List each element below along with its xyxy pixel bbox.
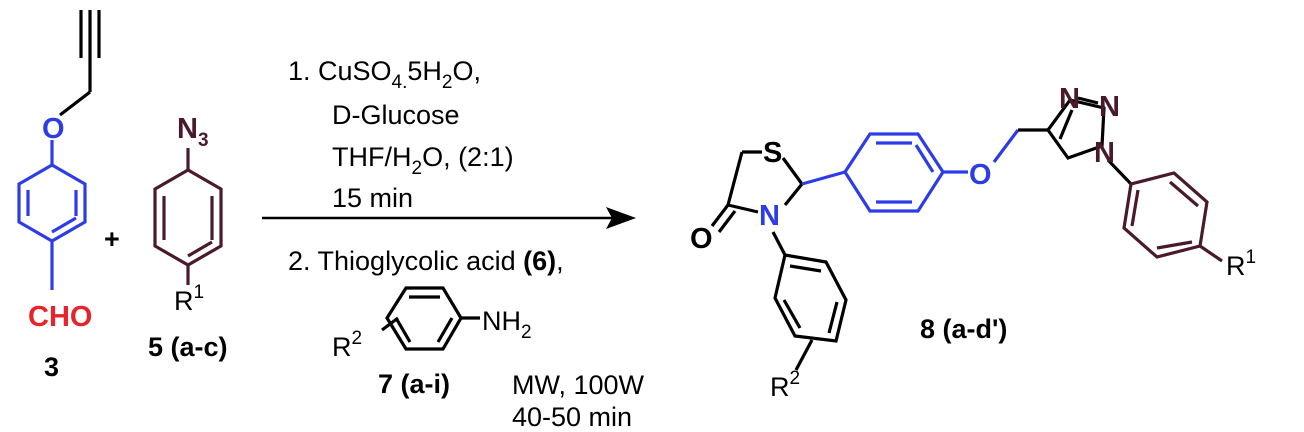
- compound-8-r1: R1: [1226, 247, 1256, 281]
- compound-7-structure: [381, 286, 480, 351]
- condition-time2: 40-50 min: [512, 402, 632, 432]
- compound-8-carbonyl-oxygen: O: [690, 223, 713, 255]
- compound-8-triazole-n3: N: [1094, 137, 1115, 169]
- compound-8-r2: R2: [770, 368, 800, 402]
- compound-5-azide: N3: [177, 113, 209, 151]
- compound-8-triazole-n2: N: [1099, 91, 1120, 123]
- condition-mw: MW, 100W: [512, 370, 645, 400]
- compound-3-oxygen: O: [42, 113, 65, 145]
- compound-7-number: 7 (a-i): [378, 369, 450, 399]
- condition-time1: 15 min: [332, 183, 413, 213]
- compound-8-number: 8 (a-d'): [920, 314, 1007, 344]
- condition-step2: 2. Thioglycolic acid (6),: [288, 246, 564, 276]
- compound-8-sulfur: S: [763, 137, 782, 169]
- condition-solvent: THF/H2O, (2:1): [332, 142, 514, 179]
- compound-8-ether-oxygen: O: [969, 159, 992, 191]
- compound-8-structure: [710, 96, 1223, 371]
- compound-5-r1: R1: [174, 282, 204, 316]
- plus-sign: +: [104, 224, 120, 254]
- condition-glucose: D-Glucose: [332, 100, 460, 130]
- compound-7-r2: R2: [332, 328, 362, 362]
- compound-3-number: 3: [44, 352, 59, 382]
- compound-5-number: 5 (a-c): [148, 332, 228, 362]
- compound-3-structure: [17, 10, 101, 290]
- compound-5-structure: [153, 148, 223, 285]
- compound-8-triazole-n1: N: [1059, 83, 1080, 115]
- condition-step1: 1. CuSO4.5H2O,: [288, 56, 481, 93]
- reaction-arrow: [262, 207, 636, 229]
- compound-3-cho: CHO: [28, 301, 92, 333]
- compound-7-nh2: NH2: [482, 306, 532, 343]
- compound-8-nitrogen: N: [759, 200, 780, 232]
